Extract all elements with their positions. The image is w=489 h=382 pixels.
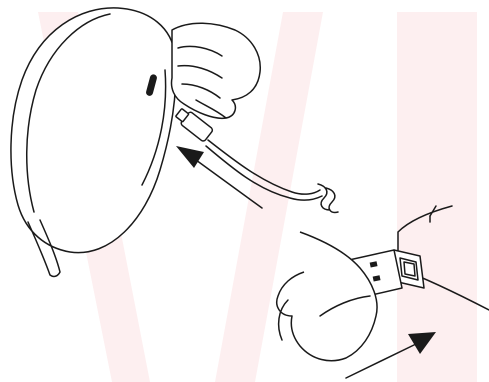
hand-icon (172, 23, 261, 118)
second-hand-outline (277, 232, 377, 361)
device-body (11, 8, 176, 253)
band-right (397, 12, 477, 382)
second-hand-icon (277, 232, 377, 361)
arrow-to-device-icon (176, 146, 262, 208)
hand-outline (172, 23, 261, 118)
massager-device-icon (11, 8, 176, 277)
cable-squiggle (318, 184, 338, 212)
